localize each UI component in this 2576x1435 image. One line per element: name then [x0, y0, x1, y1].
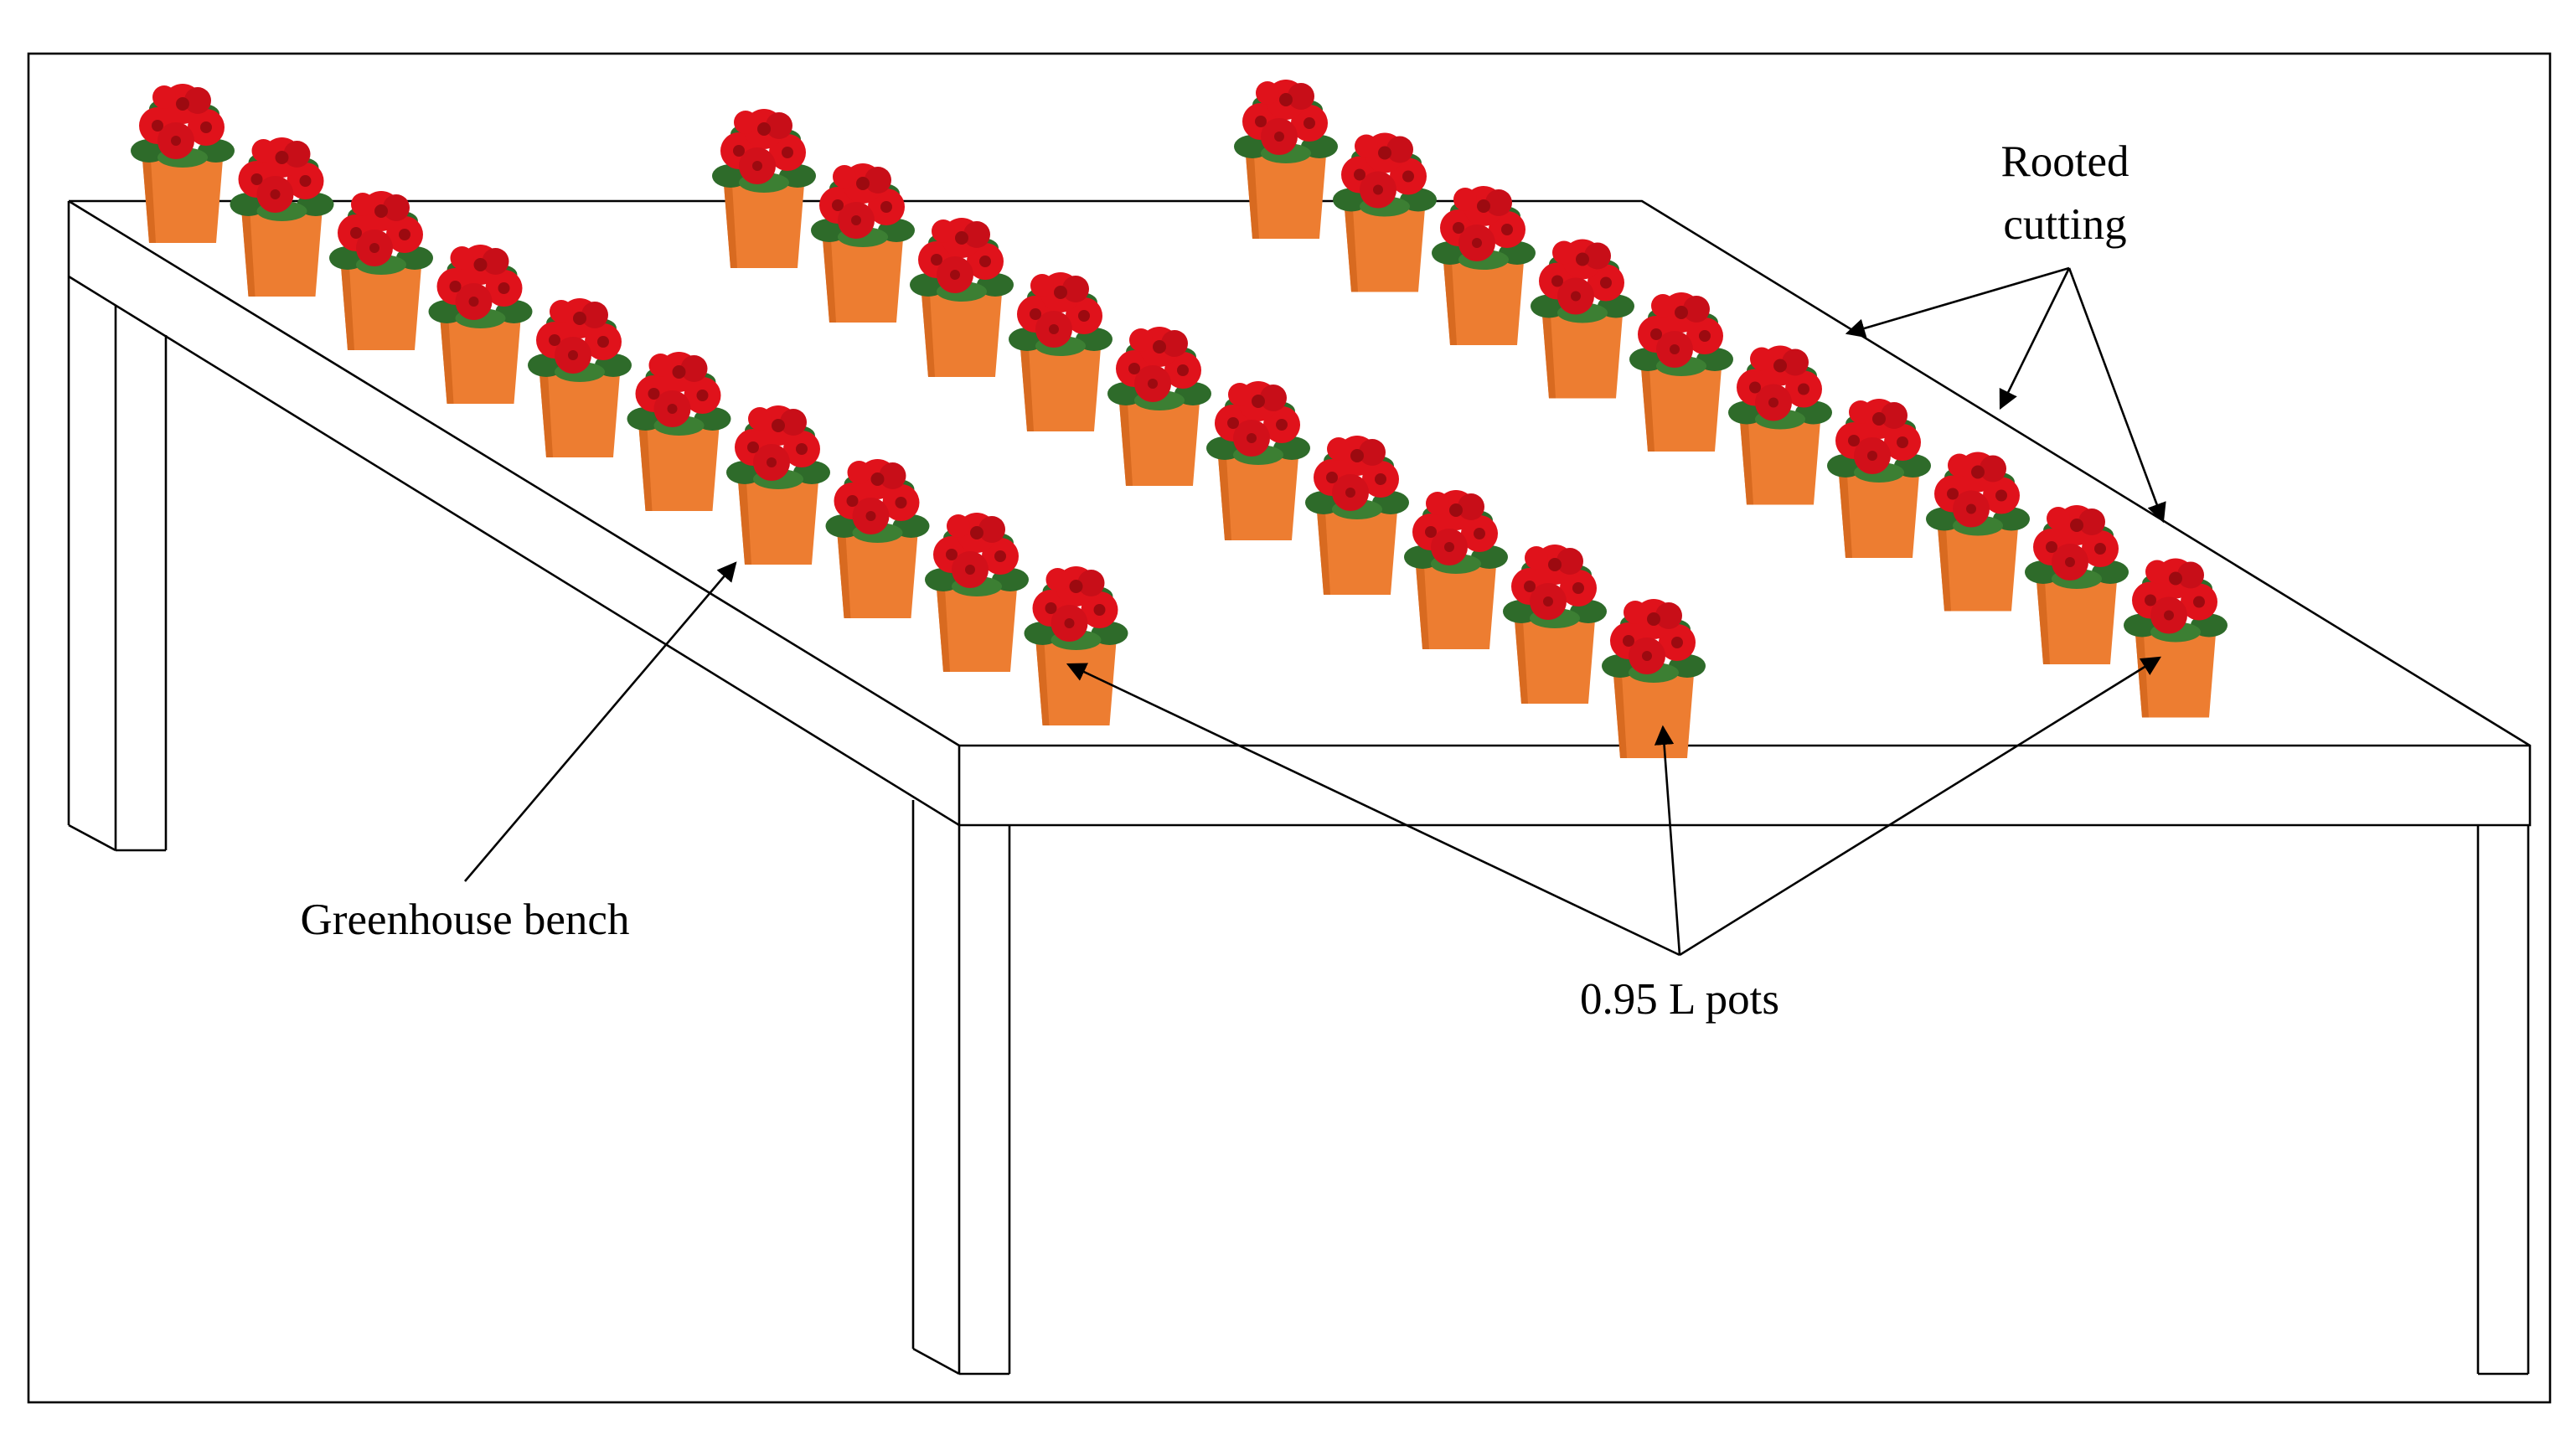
rooted-cutting-label: Rooted [2000, 137, 2129, 186]
rooted-cutting-arrow-3 [2068, 267, 2166, 524]
rooted-cutting-arrow-1 [1845, 266, 2070, 338]
pots-arrow-1 [1066, 663, 1680, 957]
pots-arrow-3 [1679, 656, 2161, 957]
pots-label: 0.95 L pots [1580, 975, 1779, 1024]
greenhouse-bench-arrow [464, 561, 737, 882]
bench-leg-left [67, 276, 168, 852]
rooted-cutting-arrow-2 [1999, 267, 2071, 410]
rooted-cutting-label-line2: cutting [2003, 200, 2126, 249]
pots-arrow-2 [1654, 725, 1681, 956]
annotation-arrows [464, 266, 2166, 957]
bench-leg-front [911, 800, 1011, 1376]
bench-leg-right [2476, 825, 2530, 1376]
greenhouse-bench-label: Greenhouse bench [301, 896, 630, 944]
